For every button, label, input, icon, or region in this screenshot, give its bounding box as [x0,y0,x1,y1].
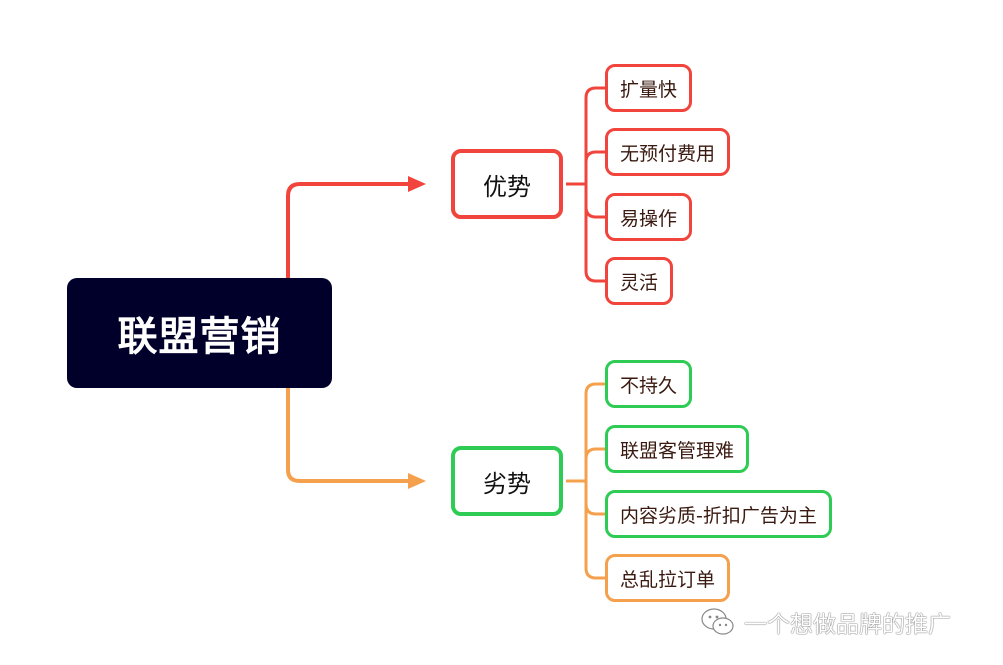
advantage-bracket [566,86,605,283]
branch-label: 劣势 [483,469,531,498]
arrow-head-advantage [408,176,426,192]
connector-root-disadvantage [286,388,410,483]
watermark: 一个想做品牌的推广 [700,605,951,639]
branch-disadvantage[interactable]: 劣势 [451,446,563,516]
branch-advantage[interactable]: 优势 [451,149,563,219]
leaf-label: 易操作 [620,207,678,230]
arrow-head-disadvantage [408,473,426,489]
root-node[interactable]: 联盟营销 [67,278,332,388]
leaf-node[interactable]: 无预付费用 [605,128,731,176]
connector-root-advantage [286,182,410,278]
branch-label: 优势 [483,172,531,201]
wechat-icon [701,608,734,635]
root-label: 联盟营销 [117,314,282,360]
leaf-label: 总乱拉订单 [620,568,716,591]
leaf-node[interactable]: 联盟客管理难 [605,425,750,473]
leaf-node[interactable]: 内容劣质-折扣广告为主 [605,490,832,538]
leaf-label: 联盟客管理难 [620,439,735,462]
leaf-label: 不持久 [620,374,678,397]
leaf-label: 无预付费用 [620,142,716,165]
leaf-node[interactable]: 不持久 [605,360,693,408]
leaf-node[interactable]: 灵活 [605,257,674,305]
leaf-label: 扩量快 [620,78,678,101]
leaf-label: 内容劣质-折扣广告为主 [620,504,817,527]
leaf-label: 灵活 [620,271,659,294]
leaf-node[interactable]: 总乱拉订单 [605,554,731,602]
leaf-node[interactable]: 易操作 [605,193,693,241]
watermark-text: 一个想做品牌的推广 [744,612,951,638]
leaf-node[interactable]: 扩量快 [605,64,693,112]
disadvantage-bracket [566,382,605,580]
